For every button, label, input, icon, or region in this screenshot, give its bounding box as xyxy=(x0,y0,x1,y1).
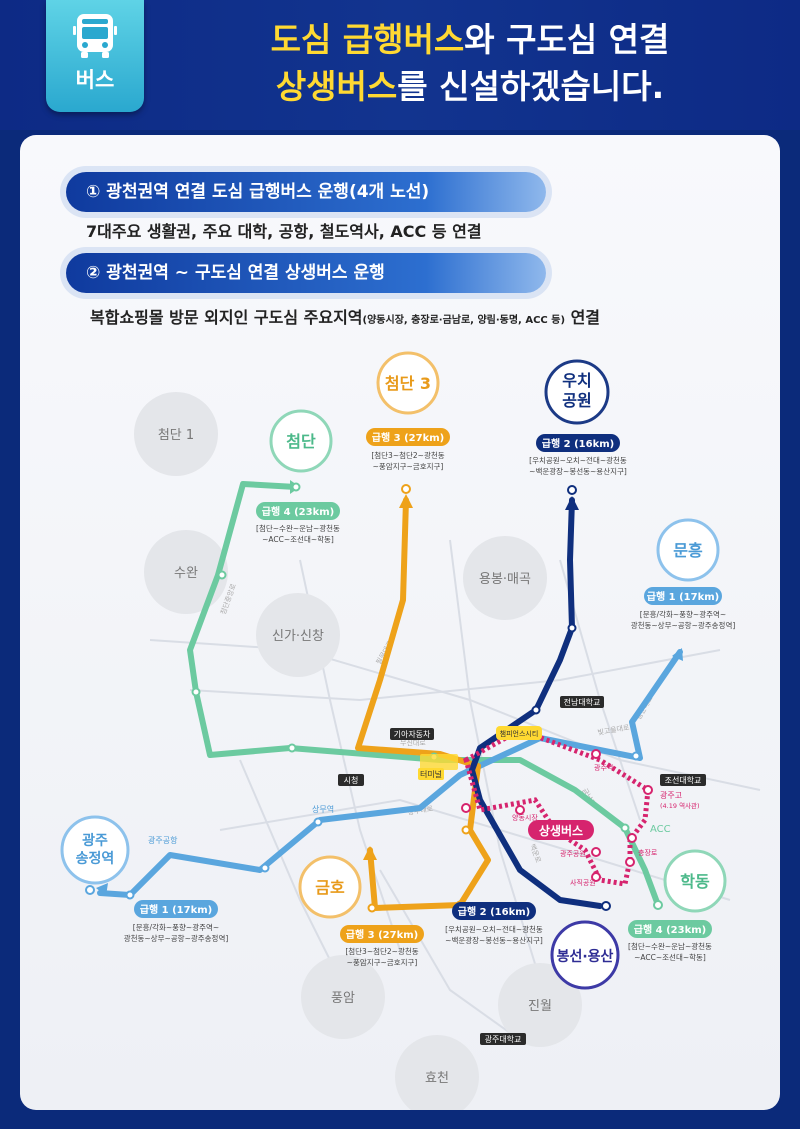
terminal-cheomdan: 첨단 xyxy=(286,432,316,451)
page-header: 버스 도심 급행버스와 구도심 연결 상생버스를 신설하겠습니다. xyxy=(0,0,800,130)
route-1-arrow-head-end xyxy=(672,648,683,661)
policy-desc-2-main: 복합쇼핑몰 방문 외지인 구도심 주요지역 xyxy=(90,308,363,327)
title-highlight-2: 상생버스 xyxy=(275,67,398,106)
sangsaeng-label: 상생버스 xyxy=(539,823,583,838)
place-gju: 광주대학교 xyxy=(485,1034,522,1044)
bus-label: 버스 xyxy=(75,68,115,92)
place-yangdong: 양동시장 xyxy=(512,813,538,822)
route1-bot-desc-1: [문흥/각화~풍향~광주역~ xyxy=(133,922,219,932)
champions-highlight xyxy=(496,726,542,740)
road-label-2: 무진대로 xyxy=(400,738,426,747)
route3-top-desc-1: [첨단3~첨단2~광천동 xyxy=(371,450,444,460)
district-pungam: 풍암 xyxy=(331,991,355,1006)
bus-badge: 버스 xyxy=(46,0,144,112)
terminal-songjeong-1: 광주 xyxy=(82,832,108,849)
terminal-geumho: 금호 xyxy=(315,878,345,897)
route-line-3 xyxy=(355,497,491,911)
policy-pill-2: ② 광천권역 ~ 구도심 연결 상생버스 운행 xyxy=(66,253,546,293)
place-sangmu: 상무역 xyxy=(312,804,334,814)
route1-top-name: 급행 1 (17km) xyxy=(647,590,719,603)
hub-highlight xyxy=(420,754,458,770)
bus-icon xyxy=(73,14,117,58)
terminal-uchi-1: 우치 xyxy=(562,371,591,390)
district-suwan: 수완 xyxy=(174,566,198,581)
title-text-2: 를 신설하겠습니다. xyxy=(397,67,665,106)
place-kia: 기아자동차 xyxy=(394,729,431,739)
terminal-circles xyxy=(60,351,727,990)
route2-top-desc-1: [우치공원~오치~전대~광천동 xyxy=(529,455,627,465)
page-title: 도심 급행버스와 구도심 연결 상생버스를 신설하겠습니다. xyxy=(170,16,770,110)
place-terminal: 터미널 xyxy=(420,770,442,779)
terminal-cheomdan3: 첨단 3 xyxy=(385,374,431,393)
route2-top-name: 급행 2 (16km) xyxy=(542,437,614,450)
route-pill-group xyxy=(134,428,722,943)
terminal-hakdong: 학동 xyxy=(680,872,710,891)
district-singa: 신가·신창 xyxy=(272,629,324,644)
route2-bot-name: 급행 2 (16km) xyxy=(458,905,530,918)
policy-desc-2-small: (양동시장, 충장로·금남로, 양림·동명, ACC 등) xyxy=(362,315,566,326)
place-tag-group xyxy=(338,696,706,1045)
route4-bot-desc-1: [첨단~수완~운남~광천동 xyxy=(628,941,712,951)
stop-markers xyxy=(85,482,663,913)
route4-top-desc-2: ~ACC~조선대~학동] xyxy=(262,534,334,544)
terminal-munheung: 문흥 xyxy=(673,541,703,560)
district-circles xyxy=(134,392,582,1110)
route1-bot-name: 급행 1 (17km) xyxy=(140,903,212,916)
title-text-1: 와 구도심 연결 xyxy=(464,20,670,59)
place-cityhall: 시청 xyxy=(344,776,359,785)
district-cheomdan1: 첨단 1 xyxy=(158,428,194,443)
policy-desc-2-end: 연결 xyxy=(565,308,601,327)
place-sajik: 사직공원 xyxy=(570,878,596,887)
district-hyocheon: 효천 xyxy=(425,1071,449,1086)
route3-bot-desc-1: [첨단3~첨단2~광천동 xyxy=(345,946,418,956)
route1-top-desc-1: [문흥/각화~풍향~광주역~ xyxy=(640,609,726,619)
place-champions: 챔피언스시티 xyxy=(500,729,539,738)
place-acc: ACC xyxy=(650,824,671,835)
sangsaeng-label-box xyxy=(528,820,594,840)
route-3-arrow-head-end xyxy=(363,846,377,860)
route2-top-desc-2: ~백운광장~봉선동~용산지구] xyxy=(529,466,627,476)
terminal-songjeong-2: 송정역 xyxy=(76,850,115,867)
route3-bot-name: 급행 3 (27km) xyxy=(346,928,418,941)
place-chungjangno: 충장로 xyxy=(638,848,658,857)
policy-desc-2: 복합쇼핑몰 방문 외지인 구도심 주요지역(양동시장, 충장로·금남로, 양림·… xyxy=(90,304,600,328)
policy-pill-1: ① 광천권역 연결 도심 급행버스 운행(4개 노선) xyxy=(66,172,546,212)
place-gwangjugo-2: (4.19 역사관) xyxy=(660,801,700,810)
route-2-arrow-head xyxy=(565,496,579,510)
route3-bot-desc-2: ~풍암지구~금호지구] xyxy=(347,957,418,967)
route2-bot-desc-2: ~백운광장~봉선동~용산지구] xyxy=(445,935,543,945)
road-label-7: 백운로 xyxy=(528,843,543,865)
place-gjstation: 광주역 xyxy=(594,763,613,772)
route1-bot-desc-2: 광천동~상무~공항~광주송정역] xyxy=(124,933,229,943)
route-line-2 xyxy=(469,497,603,909)
route4-bot-desc-2: ~ACC~조선대~학동] xyxy=(634,952,706,962)
sangsaeng-route-line xyxy=(463,727,651,887)
terminal-bongseon: 봉선·용산 xyxy=(557,948,614,965)
place-gwangjugo-1: 광주고 xyxy=(660,790,682,800)
terminal-uchi-2: 공원 xyxy=(562,391,591,410)
district-yongbong: 용봉·매곡 xyxy=(479,572,531,587)
route3-top-name: 급행 3 (27km) xyxy=(372,431,444,444)
route4-top-name: 급행 4 (23km) xyxy=(262,505,334,518)
place-chosun: 조선대학교 xyxy=(665,775,702,785)
route-line-1 xyxy=(97,649,683,898)
route2-bot-desc-1: [우치공원~오치~전대~광천동 xyxy=(445,924,543,934)
place-gjpark: 광주공원 xyxy=(560,849,586,858)
route-1-arrow-head xyxy=(96,883,108,896)
place-airport: 광주공항 xyxy=(148,835,178,845)
district-jinwol: 진월 xyxy=(528,999,552,1014)
place-cnu: 전남대학교 xyxy=(564,697,601,707)
title-highlight-1: 도심 급행버스 xyxy=(270,20,465,59)
road-label-8: 빛고을대로 xyxy=(597,722,631,737)
policy-desc-1: 7대주요 생활권, 주요 대학, 공항, 철도역사, ACC 등 연결 xyxy=(86,222,482,241)
route1-top-desc-2: 광천동~상무~공항~광주송정역] xyxy=(631,620,736,630)
route-map: 첨단 1 수완 신가·신창 용봉·매곡 풍암 진월 효천 첨단중앙로 무진대로 … xyxy=(60,351,761,1110)
route4-bot-name: 급행 4 (23km) xyxy=(634,923,706,936)
route4-top-desc-1: [첨단~수완~운남~광천동 xyxy=(256,523,340,533)
route-3-arrow-head xyxy=(399,494,413,508)
route3-top-desc-2: ~풍암지구~금호지구] xyxy=(373,461,444,471)
